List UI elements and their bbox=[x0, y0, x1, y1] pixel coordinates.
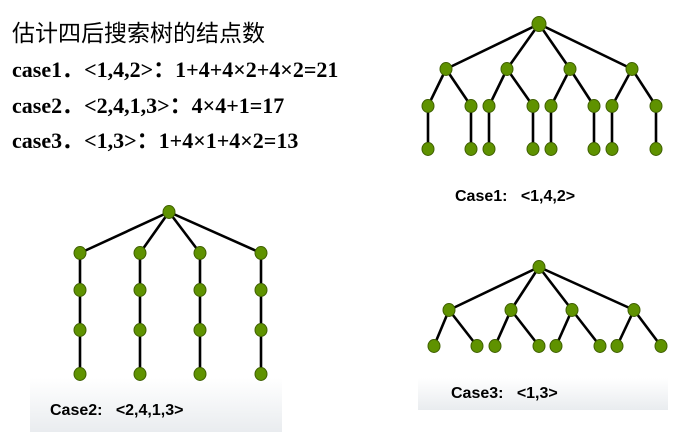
case1-leaf-node bbox=[649, 142, 663, 156]
case3-level1-node bbox=[627, 303, 641, 317]
case1-edge bbox=[549, 68, 572, 107]
case3-level1-node bbox=[504, 303, 518, 317]
case1-level2-node bbox=[482, 99, 496, 113]
case2-node bbox=[73, 323, 87, 337]
case3-edge bbox=[632, 309, 663, 347]
case1-leaf-node bbox=[464, 142, 478, 156]
case2-caption: Case2: <2,4,1,3> bbox=[50, 402, 184, 419]
case3-edge bbox=[537, 266, 574, 311]
case3-leaf-node bbox=[593, 339, 607, 353]
case1-edge bbox=[505, 68, 535, 107]
case2-edge bbox=[168, 210, 262, 255]
case1-level1-node bbox=[625, 62, 639, 76]
case1-edge bbox=[445, 22, 540, 71]
case3-caption: Case3: <1,3> bbox=[451, 385, 558, 402]
case1-leaf-node bbox=[526, 142, 540, 156]
case1-leaf-node bbox=[587, 142, 601, 156]
case1-edge bbox=[505, 23, 541, 70]
case1-level2-node bbox=[526, 99, 540, 113]
case1-leaf-node bbox=[544, 142, 558, 156]
case1-edge bbox=[537, 23, 572, 70]
case2-node bbox=[193, 283, 207, 297]
slide-title: 估计四后搜索树的结点数 bbox=[12, 21, 265, 47]
case2-node bbox=[254, 283, 268, 297]
case2-root-node bbox=[162, 205, 176, 219]
case1-leaf-node bbox=[482, 142, 496, 156]
case3-level1-node bbox=[442, 303, 456, 317]
case1-level1-node bbox=[439, 62, 453, 76]
case3-formula: case3．<1,3>：1+4×1+4×2=13 bbox=[12, 128, 299, 153]
case1-edge bbox=[444, 68, 473, 107]
case3-level1-node bbox=[565, 303, 579, 317]
case3-leaf-node bbox=[470, 339, 484, 353]
case3-leaf-node bbox=[610, 339, 624, 353]
case3-root-node bbox=[532, 260, 546, 274]
case2-formula: case2．<2,4,1,3>：4×4+1=17 bbox=[12, 93, 285, 118]
case1-level2-node bbox=[605, 99, 619, 113]
case3-edge bbox=[509, 266, 541, 311]
case1-edge bbox=[630, 68, 658, 107]
case2-node bbox=[193, 246, 207, 260]
case3-edge bbox=[570, 309, 602, 347]
case2-node bbox=[254, 246, 268, 260]
case2-node bbox=[133, 246, 147, 260]
case3-leaf-node bbox=[427, 339, 441, 353]
case1-level2-node bbox=[544, 99, 558, 113]
case1-caption: Case1: <1,4,2> bbox=[455, 188, 576, 205]
case3-edge bbox=[538, 265, 635, 312]
case3-leaf-node bbox=[532, 339, 546, 353]
case3-leaf-node bbox=[549, 339, 563, 353]
case2-node bbox=[254, 323, 268, 337]
case2-edge bbox=[167, 211, 202, 254]
case2-leaf-node bbox=[73, 367, 87, 381]
case1-level2-node bbox=[587, 99, 601, 113]
case2-leaf-node bbox=[133, 367, 147, 381]
case3-edge bbox=[447, 309, 479, 347]
case1-edge bbox=[538, 22, 633, 71]
case3-leaf-node bbox=[654, 339, 668, 353]
case2-node bbox=[73, 283, 87, 297]
case3-edge bbox=[509, 309, 541, 347]
case1-level2-node bbox=[464, 99, 478, 113]
case2-caption-background bbox=[30, 378, 282, 432]
case2-node bbox=[73, 246, 87, 260]
case3-caption-background bbox=[418, 378, 668, 410]
case2-leaf-node bbox=[193, 367, 207, 381]
case1-edge bbox=[610, 68, 634, 107]
case1-leaf-node bbox=[421, 142, 435, 156]
case1-level1-node bbox=[563, 62, 577, 76]
case1-level2-node bbox=[649, 99, 663, 113]
case2-node bbox=[133, 323, 147, 337]
case2-leaf-node bbox=[254, 367, 268, 381]
case2-edge bbox=[138, 211, 171, 254]
case2-node bbox=[133, 283, 147, 297]
case1-root-node bbox=[531, 16, 547, 32]
case3-edge bbox=[448, 265, 540, 312]
case1-level1-node bbox=[500, 62, 514, 76]
case2-edge bbox=[79, 210, 170, 255]
case1-formula: case1．<1,4,2>：1+4+4×2+4×2=21 bbox=[12, 57, 339, 82]
case1-edge bbox=[568, 68, 596, 107]
case2-node bbox=[193, 323, 207, 337]
case3-leaf-node bbox=[488, 339, 502, 353]
case1-level2-node bbox=[421, 99, 435, 113]
case1-leaf-node bbox=[605, 142, 619, 156]
